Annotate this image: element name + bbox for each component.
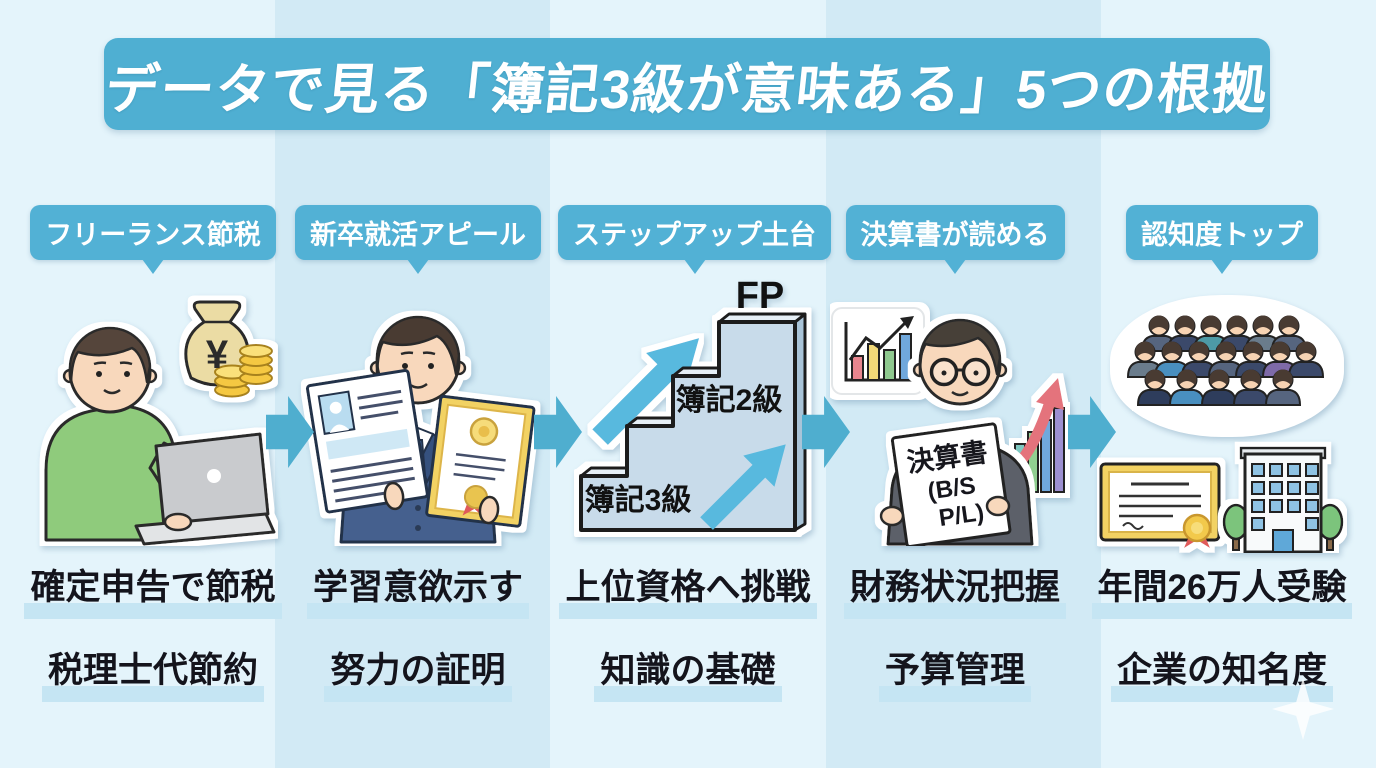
businessman-statement-icon: 決算書 (B/S P/L) [879, 318, 1034, 549]
column-freelance: フリーランス節税 ¥ [23, 205, 283, 725]
caption-line-1: 確定申告で節税 [13, 557, 293, 619]
suit-man-resume-certificate-icon [305, 315, 536, 544]
certificate-icon [1099, 462, 1221, 548]
graduate-illustration [293, 278, 543, 550]
badge-label: 決算書が読める [860, 220, 1050, 250]
stairs-label-level3: 簿記3級 [585, 483, 692, 517]
caption-line-1: 学習意欲示す [278, 557, 558, 619]
step-up-stairs-icon [579, 312, 807, 532]
page-title: データで見る「簿記3級が意味ある」5つの根拠 [102, 59, 1271, 120]
caption-line-1: 上位資格へ挑戦 [548, 557, 828, 619]
stairs-label-level2: 簿記2級 [676, 383, 783, 417]
badge-label: 認知度トップ [1141, 220, 1303, 250]
yen-symbol: ¥ [206, 333, 229, 377]
freelancer-illustration: ¥ [28, 278, 278, 550]
person-at-laptop-icon [44, 326, 276, 546]
up-arrow-icon [592, 338, 700, 445]
caption-line-1: 財務状況把握 [815, 557, 1095, 619]
moneybag-coins-icon [184, 300, 273, 398]
stairs-label-fp: FP [736, 278, 785, 317]
column-recognition: 認知度トップ [1091, 205, 1353, 725]
caption-line-2: 予算管理 [815, 640, 1095, 702]
badge-new-grad-appeal: 新卒就活アピール [295, 205, 541, 274]
column-financials: 決算書が読める [825, 205, 1085, 725]
column-new-grad: 新卒就活アピール [288, 205, 548, 725]
title-banner: データで見る「簿記3級が意味ある」5つの根拠 [102, 38, 1271, 130]
stairs-illustration: 簿記3級 簿記2級 FP [563, 275, 813, 550]
caption-line-2: 企業の知名度 [1082, 640, 1362, 702]
svg-text:P/L): P/L) [937, 499, 986, 532]
badge-step-up-base: ステップアップ土台 [558, 205, 831, 274]
badge-top-recognition: 認知度トップ [1126, 205, 1318, 274]
recognition-illustration [1097, 278, 1347, 554]
column-step-up: ステップアップ土台 簿記3級 簿記2 [558, 205, 831, 725]
badge-label: ステップアップ土台 [573, 220, 816, 250]
statement-document: 決算書 (B/S P/L) [890, 422, 1012, 549]
financials-illustration: 決算書 (B/S P/L) [830, 278, 1080, 550]
up-arrow-icon [700, 444, 786, 530]
badge-freelance-tax: フリーランス節税 [30, 205, 276, 274]
svg-text:(B/S: (B/S [926, 472, 977, 505]
caption-line-2: 知識の基礎 [548, 640, 828, 702]
caption-line-2: 税理士代節約 [13, 640, 293, 702]
caption-line-2: 努力の証明 [278, 640, 558, 702]
caption-line-1: 年間26万人受験 [1082, 557, 1362, 619]
bar-chart-icon [831, 307, 925, 395]
badge-read-financials: 決算書が読める [845, 205, 1065, 274]
office-building-icon [1222, 446, 1344, 554]
badge-label: フリーランス節税 [45, 220, 261, 250]
crowd-icon [1115, 300, 1339, 432]
badge-label: 新卒就活アピール [310, 220, 526, 250]
